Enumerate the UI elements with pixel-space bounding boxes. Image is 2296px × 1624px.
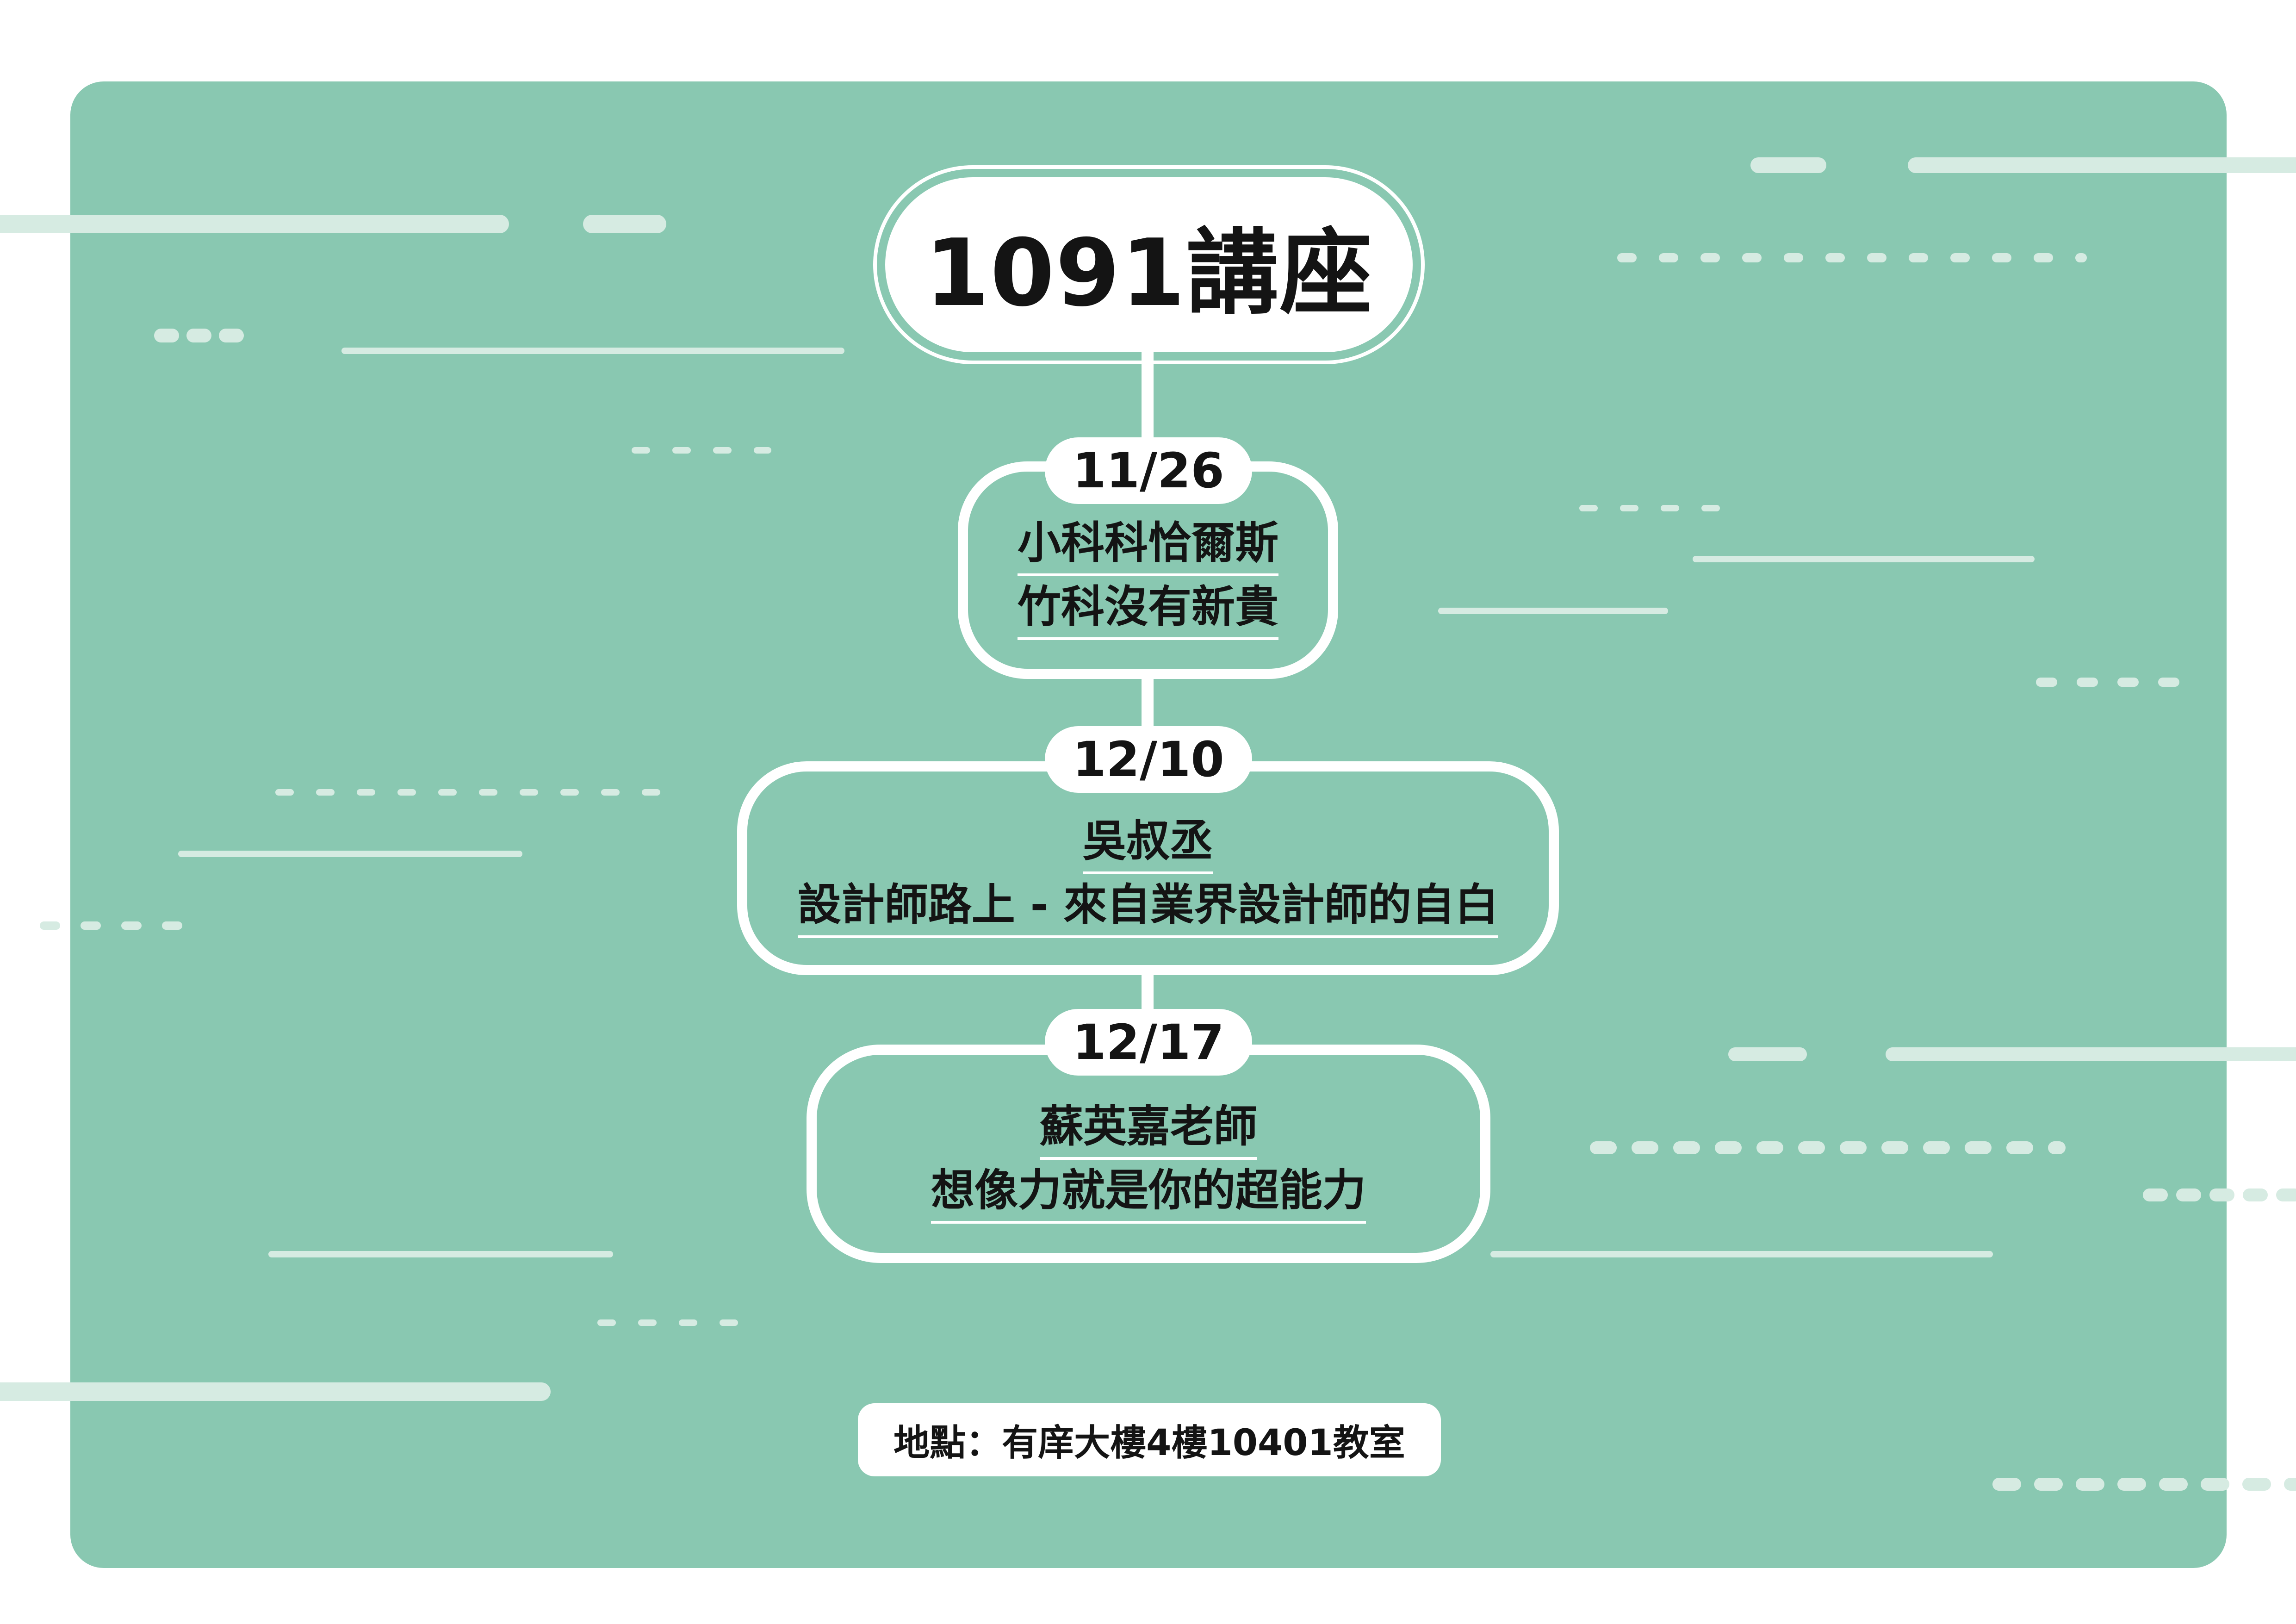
event-topic: 竹科沒有新貴 [1017, 585, 1278, 640]
title-outline [873, 165, 1425, 364]
event-card-3: 蘇英嘉老師 想像力就是你的超能力 [807, 1045, 1490, 1263]
event-speaker: 小科科恰爾斯 [1017, 522, 1278, 576]
event-date: 12/17 [1045, 1009, 1252, 1076]
event-topic: 想像力就是你的超能力 [931, 1169, 1366, 1224]
poster-title: 1091講座 [885, 177, 1413, 352]
event-date: 12/10 [1045, 726, 1252, 793]
location-label: 地點：有庠大樓4樓10401教室 [858, 1403, 1441, 1476]
event-date: 11/26 [1045, 437, 1252, 504]
event-speaker: 吳叔丞 [1082, 820, 1213, 874]
event-card-2: 吳叔丞 設計師路上 - 來自業界設計師的自白 [737, 761, 1559, 975]
event-speaker: 蘇英嘉老師 [1039, 1105, 1257, 1160]
event-topic: 設計師路上 - 來自業界設計師的自白 [797, 884, 1499, 938]
